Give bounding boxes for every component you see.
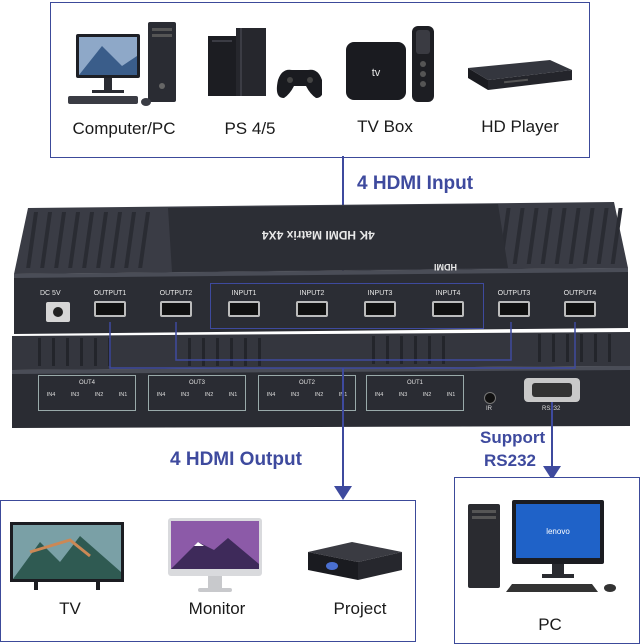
rs232-caption-line2: RS232 xyxy=(484,451,536,470)
out-group-3: OUT3 IN4 IN3 IN2 IN1 xyxy=(148,375,246,411)
display-label-tv: TV xyxy=(59,599,81,618)
display-label-monitor: Monitor xyxy=(188,599,246,618)
port-output3: OUTPUT3 xyxy=(492,290,536,317)
source-label-hdplayer: HD Player xyxy=(481,117,559,136)
power-jack xyxy=(46,302,70,322)
source-label-computer: Computer/PC xyxy=(72,119,176,138)
port-label: OUTPUT4 xyxy=(563,290,597,297)
in-button[interactable]: IN4 xyxy=(266,392,276,398)
hdmi-port-icon xyxy=(160,301,192,317)
hdmi-port-icon xyxy=(228,301,260,317)
in-button[interactable]: IN3 xyxy=(70,392,80,398)
port-output2: OUTPUT2 xyxy=(154,290,198,317)
out-group-4: OUT4 IN4 IN3 IN2 IN1 xyxy=(38,375,136,411)
port-output1: OUTPUT1 xyxy=(88,290,132,317)
display-label-project: Project xyxy=(333,599,387,618)
input-ports-outline xyxy=(210,283,484,329)
port-label: INPUT3 xyxy=(367,290,393,297)
ir-label: IR xyxy=(486,406,492,412)
out-group-label: OUT3 xyxy=(188,380,205,386)
monitor-icon xyxy=(168,518,262,592)
port-input3: INPUT3 xyxy=(358,290,402,317)
hdmi-port-icon xyxy=(432,301,464,317)
ir-sensor xyxy=(484,392,496,404)
hdmi-port-icon xyxy=(296,301,328,317)
in-button[interactable]: IN1 xyxy=(446,392,456,398)
output-caption: 4 HDMI Output xyxy=(170,449,302,470)
in-button[interactable]: IN2 xyxy=(204,392,214,398)
computer-icon xyxy=(68,22,176,106)
in-button[interactable]: IN1 xyxy=(228,392,238,398)
in-button[interactable]: IN4 xyxy=(46,392,56,398)
hdmi-port-icon xyxy=(564,301,596,317)
rs232-port[interactable] xyxy=(524,378,580,402)
port-input4: INPUT4 xyxy=(426,290,470,317)
port-label: OUTPUT2 xyxy=(159,290,193,297)
port-output4: OUTPUT4 xyxy=(558,290,602,317)
projector-icon xyxy=(308,542,402,580)
out-group-label: OUT1 xyxy=(406,380,423,386)
out-group-label: OUT2 xyxy=(298,380,315,386)
port-label: OUTPUT3 xyxy=(497,290,531,297)
in-button[interactable]: IN4 xyxy=(156,392,166,398)
port-input2: INPUT2 xyxy=(290,290,334,317)
source-label-tvbox: TV Box xyxy=(357,117,413,136)
in-button[interactable]: IN3 xyxy=(290,392,300,398)
source-label-ps: PS 4/5 xyxy=(224,119,276,138)
power-label: DC 5V xyxy=(40,290,61,297)
hdmi-port-icon xyxy=(364,301,396,317)
in-button[interactable]: IN3 xyxy=(398,392,408,398)
port-input1: INPUT1 xyxy=(222,290,266,317)
hdmi-port-icon xyxy=(498,301,530,317)
hdmi-port-icon xyxy=(94,301,126,317)
in-button[interactable]: IN2 xyxy=(94,392,104,398)
in-button[interactable]: IN2 xyxy=(422,392,432,398)
port-label: INPUT1 xyxy=(231,290,257,297)
in-button[interactable]: IN3 xyxy=(180,392,190,398)
port-label: INPUT2 xyxy=(299,290,325,297)
game-console-icon xyxy=(208,28,322,98)
hd-player-icon xyxy=(468,60,572,90)
svg-text:tv: tv xyxy=(372,67,381,79)
svg-text:lenovo: lenovo xyxy=(546,527,570,536)
out-group-label: OUT4 xyxy=(78,380,95,386)
port-label: OUTPUT1 xyxy=(93,290,127,297)
in-button[interactable]: IN1 xyxy=(118,392,128,398)
tv-icon xyxy=(10,522,124,590)
desktop-pc-icon: lenovo xyxy=(468,500,616,592)
rs232-caption-line1: Support xyxy=(480,428,546,447)
in-button[interactable]: IN4 xyxy=(374,392,384,398)
input-caption: 4 HDMI Input xyxy=(357,173,474,194)
in-button[interactable]: IN2 xyxy=(314,392,324,398)
pc-label: PC xyxy=(538,615,562,634)
matrix-device-front xyxy=(14,202,628,334)
port-label: INPUT4 xyxy=(435,290,461,297)
out-group-1: OUT1 IN4 IN3 IN2 IN1 xyxy=(366,375,464,411)
tv-box-icon: tv xyxy=(346,26,434,102)
